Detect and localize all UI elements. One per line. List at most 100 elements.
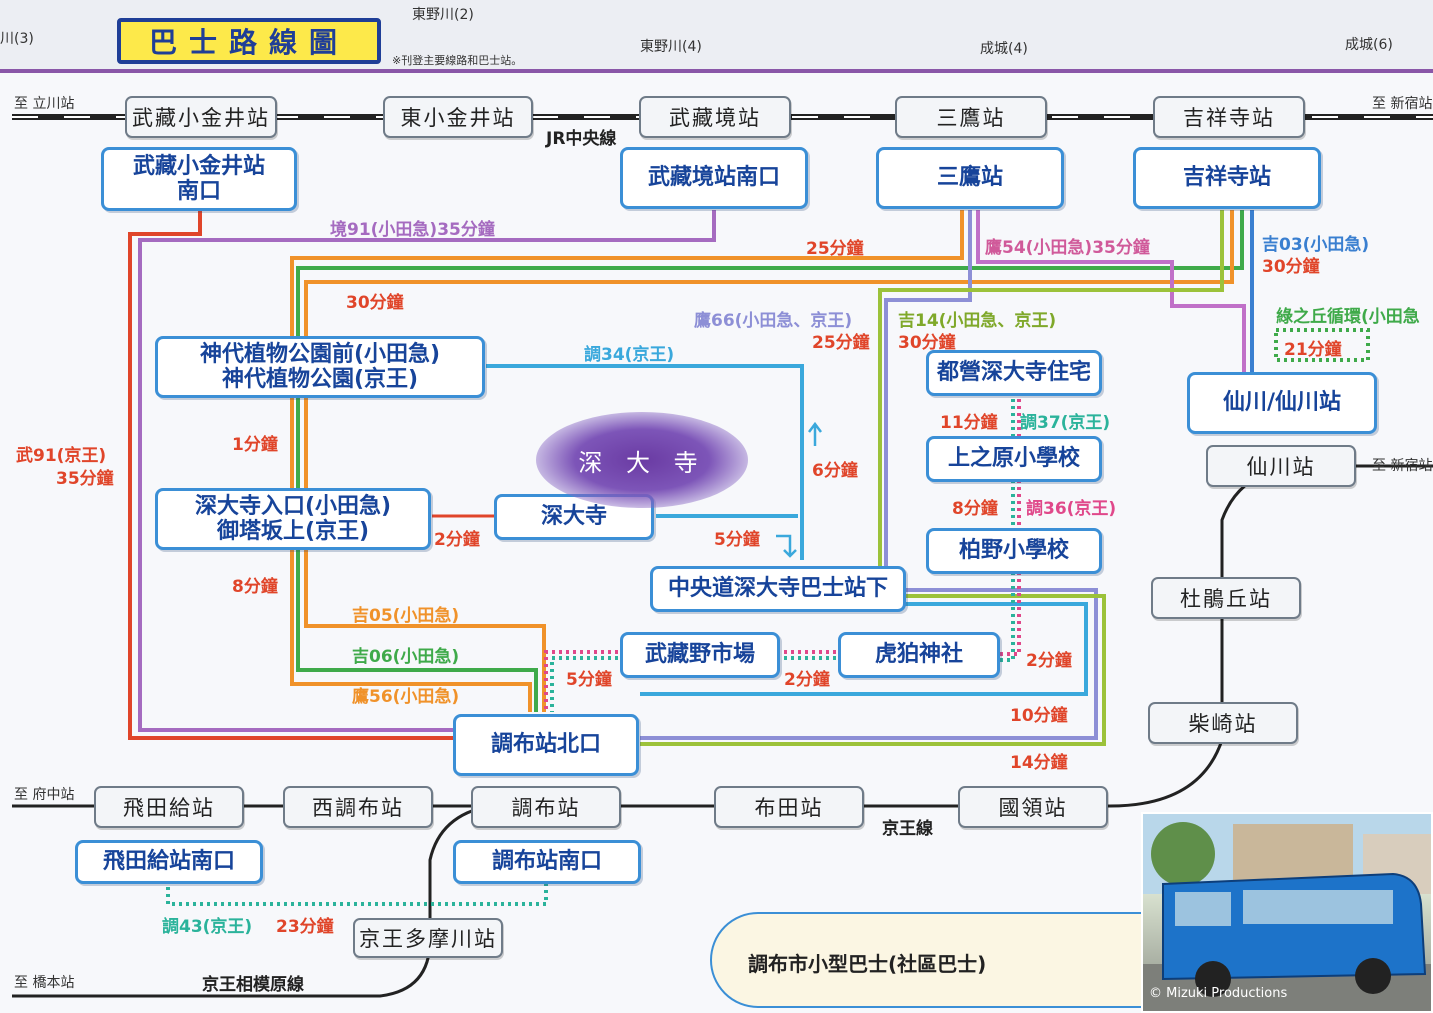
photo-credit: © Mizuki Productions <box>1149 986 1288 1001</box>
route-label-kichi14: 吉14(小田急、京王) <box>898 311 1057 331</box>
station-mitaka[interactable]: 三鷹站 <box>895 96 1047 138</box>
area-label: 東野川(2) <box>412 7 474 23</box>
to-shinjuku-keio-label: 至 新宿站 <box>1372 458 1433 474</box>
station-keio-tamagawa[interactable]: 京王多摩川站 <box>353 918 503 958</box>
community-bus-pink <box>1000 392 1021 656</box>
route-label-8min: 8分鐘 <box>232 577 278 597</box>
bus-stop-jindai-botanical[interactable]: 神代植物公園前(小田急) 神代植物公園(京王) <box>155 336 485 398</box>
bus-stop-chuodo-jindaiji[interactable]: 中央道深大寺巴士站下 <box>650 566 906 612</box>
route-sakai91 <box>138 210 716 732</box>
community-bus-photo: © Mizuki Productions <box>1141 812 1433 1013</box>
bus-stop-jindaiji-entrance[interactable]: 深大寺入口(小田急) 御塔坂上(京王) <box>155 488 431 550</box>
map-note: ※刊登主要線路和巴士站。 <box>392 54 523 67</box>
to-shinjuku-label: 至 新宿站 <box>1372 96 1433 112</box>
to-hashimoto-label: 至 橋本站 <box>14 975 75 991</box>
bus-stop-kohaku-shrine[interactable]: 虎狛神社 <box>838 632 1000 678</box>
route-label-kichi06: 吉06(小田急) <box>352 647 460 667</box>
area-label: 川(3) <box>0 31 34 47</box>
bus-stop-kaminohara-school[interactable]: 上之原小學校 <box>926 436 1102 482</box>
route-bu91 <box>128 210 460 740</box>
route-label-kichi03: 吉03(小田急) <box>1262 235 1370 255</box>
route-label-taka66-time: 25分鐘 <box>812 333 870 353</box>
route-label-chou36-time: 8分鐘 <box>952 499 998 519</box>
route-label-chou34: 調34(京王) <box>584 345 675 365</box>
route-label-chou37: 調37(京王) <box>1020 413 1111 433</box>
keio-sagamihara-line-label: 京王相模原線 <box>202 975 304 995</box>
route-label-kichi03-time: 30分鐘 <box>1262 257 1320 277</box>
bus-stop-musashisakai-south[interactable]: 武藏境站南口 <box>620 147 808 209</box>
arrow-down-icon <box>776 534 797 558</box>
route-label-chou43: 調43(京王) <box>162 917 253 937</box>
to-tachikawa-label: 至 立川站 <box>14 96 75 112</box>
map-border-line <box>0 69 1433 73</box>
route-label-midori-time: 21分鐘 <box>1284 340 1342 360</box>
route-label-kichi14-time: 30分鐘 <box>898 333 956 353</box>
route-label-30min: 30分鐘 <box>346 293 404 313</box>
station-higashikoganei[interactable]: 東小金井站 <box>383 96 533 138</box>
bus-stop-chofu-north[interactable]: 調布站北口 <box>453 714 639 776</box>
keio-sagamihara-line <box>12 804 491 998</box>
route-label-kichi05: 吉05(小田急) <box>352 606 460 626</box>
route-label-midori: 綠之丘循環(小田急 <box>1276 307 1420 327</box>
bus-stop-mitaka[interactable]: 三鷹站 <box>876 147 1064 209</box>
bus-stop-toei-jindaiji-housing[interactable]: 都營深大寺住宅 <box>926 350 1102 396</box>
area-label: 東野川(4) <box>640 39 702 55</box>
bus-stop-kichijoji[interactable]: 吉祥寺站 <box>1133 147 1321 209</box>
station-fuda[interactable]: 布田站 <box>714 786 864 828</box>
to-fuchu-label: 至 府中站 <box>14 787 75 803</box>
area-label: 成城(4) <box>980 41 1028 57</box>
community-bus-teal <box>1000 392 1015 662</box>
route-label-10min: 10分鐘 <box>1010 706 1068 726</box>
route-label-taka66: 鷹66(小田急、京王) <box>694 311 853 331</box>
route-chou34 <box>486 364 804 560</box>
bus-stop-chofu-south[interactable]: 調布站南口 <box>453 840 641 884</box>
bus-stop-tobitakyu-south[interactable]: 飛田給站南口 <box>75 840 263 884</box>
map-title: 巴士路線圖 <box>117 18 381 64</box>
station-sengawa[interactable]: 仙川站 <box>1206 445 1356 487</box>
station-tsutsujigaoka[interactable]: 杜鵑丘站 <box>1151 577 1301 619</box>
station-musashikoganei[interactable]: 武藏小金井站 <box>125 96 277 138</box>
route-kichi06 <box>296 210 1244 712</box>
bus-stop-musashino-market[interactable]: 武藏野市場 <box>620 632 780 678</box>
route-chou34-c <box>640 602 1088 696</box>
route-label-taka54: 鷹54(小田急)35分鐘 <box>985 238 1150 258</box>
station-kichijoji[interactable]: 吉祥寺站 <box>1153 96 1305 138</box>
legend: 調布市小型巴士(社區巴士) <box>710 912 1170 1008</box>
station-kokuryo[interactable]: 國領站 <box>958 786 1108 828</box>
midori-loop <box>1274 328 1370 362</box>
legend-label: 調布市小型巴士(社區巴士) <box>748 952 987 976</box>
route-label-5min-b: 5分鐘 <box>566 670 612 690</box>
keio-line-label: 京王線 <box>882 819 933 839</box>
route-label-chou37-time: 11分鐘 <box>940 413 998 433</box>
route-label-bu91: 武91(京王) <box>16 446 107 466</box>
route-taka54 <box>976 210 1246 372</box>
station-shibasaki[interactable]: 柴崎站 <box>1148 702 1298 744</box>
area-label: 成城(6) <box>1345 37 1393 53</box>
community-bus-chou43 <box>166 880 548 906</box>
station-nishichofu[interactable]: 西調布站 <box>283 786 433 828</box>
route-25min <box>290 210 964 712</box>
bus-stop-kashino-school[interactable]: 柏野小學校 <box>926 528 1102 574</box>
route-label-sakai91: 境91(小田急)35分鐘 <box>330 220 495 240</box>
bus-illustration <box>1143 814 1431 1011</box>
bus-stop-musashikoganei-south[interactable]: 武藏小金井站 南口 <box>101 147 297 211</box>
route-label-6min: 6分鐘 <box>812 461 858 481</box>
route-label-1min: 1分鐘 <box>232 435 278 455</box>
community-bus-pink-b <box>544 650 838 712</box>
route-label-chou36: 調36(京王) <box>1026 499 1117 519</box>
route-kichi05 <box>304 210 1234 712</box>
route-label-25min: 25分鐘 <box>806 239 864 259</box>
station-tobitakyu[interactable]: 飛田給站 <box>94 786 244 828</box>
route-label-taka56: 鷹56(小田急) <box>352 687 460 707</box>
route-label-2min-c: 2分鐘 <box>1026 651 1072 671</box>
station-chofu[interactable]: 調布站 <box>471 786 621 828</box>
bus-stop-sengawa[interactable]: 仙川/仙川站 <box>1187 372 1377 434</box>
station-musashisakai[interactable]: 武藏境站 <box>639 96 791 138</box>
community-bus-teal-b <box>550 656 838 712</box>
jindaiji-landmark: 深 大 寺 <box>536 412 748 508</box>
route-label-2min-b: 2分鐘 <box>784 670 830 690</box>
route-label-chou43-time: 23分鐘 <box>276 917 334 937</box>
route-label-5min: 5分鐘 <box>714 530 760 550</box>
jr-chuo-line-label: JR中央線 <box>546 129 617 149</box>
route-label-2min: 2分鐘 <box>434 530 480 550</box>
